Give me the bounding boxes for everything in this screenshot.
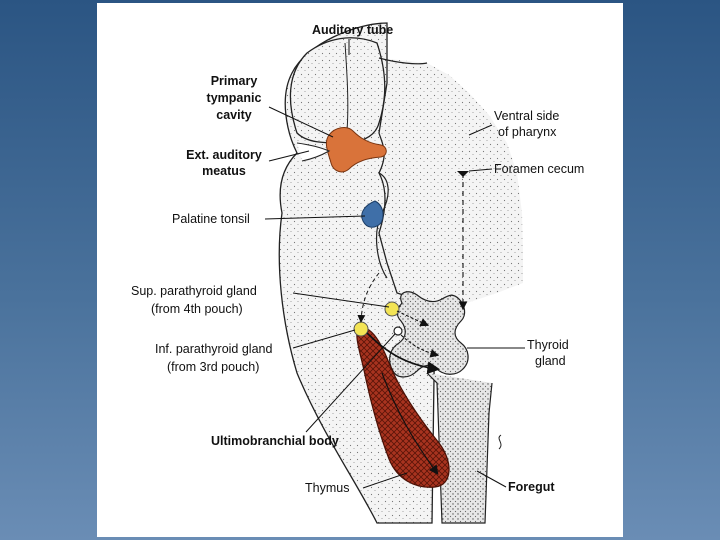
label-primary-tympanic-1: Primary: [211, 74, 258, 88]
inf-migration-arrow: [366, 332, 441, 375]
label-foramen-cecum: Foramen cecum: [494, 162, 584, 176]
ext-auditory-meatus: [296, 142, 331, 162]
label-ultimobranchial: Ultimobranchial body: [211, 434, 339, 448]
inf-parathyroid-dot: [353, 321, 369, 337]
thymus-arrow: [381, 372, 439, 475]
label-primary-tympanic-2: tympanic: [207, 91, 262, 105]
label-inf-parathyroid-2: (from 3rd pouch): [167, 360, 259, 374]
label-primary-tympanic-3: cavity: [216, 108, 251, 122]
label-ventral-side-2: of pharynx: [498, 125, 557, 139]
label-auditory-tube: Auditory tube: [312, 23, 393, 37]
auditory-tube-shape: [344, 42, 349, 132]
diagram-panel: Auditory tube Primary tympanic cavity Ex…: [97, 3, 623, 537]
label-foregut: Foregut: [508, 480, 555, 494]
tympanic-cavity: [325, 127, 387, 173]
label-thymus: Thymus: [305, 481, 349, 495]
label-ext-auditory-2: meatus: [202, 164, 246, 178]
foregut-squiggle: [498, 434, 502, 450]
label-sup-parathyroid-1: Sup. parathyroid gland: [131, 284, 257, 298]
label-ventral-side-1: Ventral side: [494, 109, 559, 123]
thyroid-shape: [389, 291, 469, 378]
label-thyroid-2: gland: [535, 354, 566, 368]
label-ext-auditory-1: Ext. auditory: [186, 148, 262, 162]
sup-parathyroid-dot: [384, 301, 400, 317]
label-thyroid-1: Thyroid: [527, 338, 569, 352]
label-palatine-tonsil: Palatine tonsil: [172, 212, 250, 226]
foregut-tube: [426, 372, 493, 524]
palatine-tonsil: [361, 200, 384, 228]
thymus-shape: [356, 326, 450, 488]
ear-lobe: [289, 37, 386, 144]
sup-migration-arrow: [396, 310, 429, 327]
label-inf-parathyroid-1: Inf. parathyroid gland: [155, 342, 272, 356]
ub-migration-arrow: [400, 334, 440, 358]
leader-lines: [264, 39, 525, 489]
foramen-cecum-mark: [457, 171, 469, 177]
ultimobranchial-dot: [393, 326, 403, 336]
pharyngeal-pouch-diagram: Auditory tube Primary tympanic cavity Ex…: [131, 22, 584, 524]
label-sup-parathyroid-2: (from 4th pouch): [151, 302, 243, 316]
